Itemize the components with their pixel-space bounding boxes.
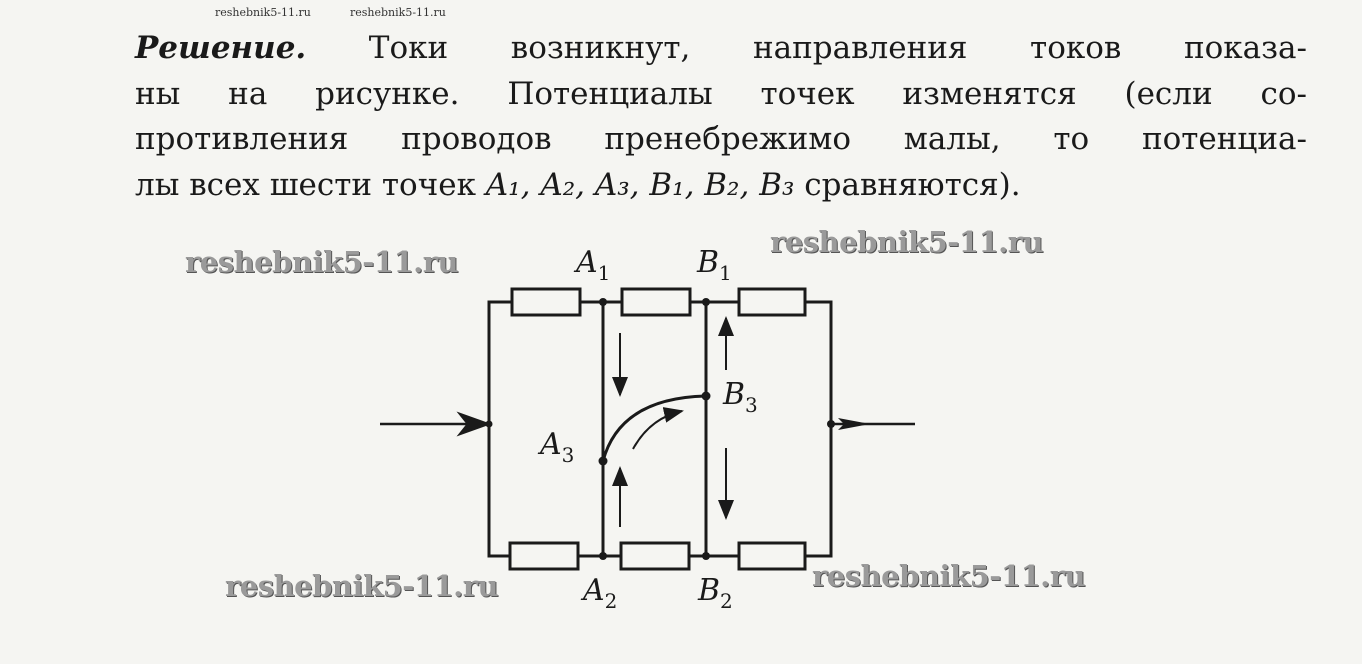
resistor: [737, 541, 807, 571]
resistor: [737, 287, 807, 317]
watermark: reshebnik5-11.ru: [185, 245, 459, 279]
node: [599, 298, 607, 306]
label-A3: A3: [540, 427, 575, 467]
watermark: reshebnik5-11.ru: [770, 225, 1044, 259]
watermark: reshebnik5-11.ru: [812, 559, 1086, 593]
node: [702, 298, 710, 306]
node: [701, 391, 711, 401]
watermark-small: reshebnik5-11.ru: [350, 6, 446, 19]
resistor: [620, 287, 692, 317]
text-line-1: Решение. Токи возникнут, направления ток…: [135, 30, 1307, 66]
watermark-small: reshebnik5-11.ru: [215, 6, 311, 19]
label-A1: A1: [576, 245, 611, 285]
text-line-3: противления проводов пренебрежимо малы, …: [135, 121, 1307, 157]
resistor: [619, 541, 691, 571]
watermark: reshebnik5-11.ru: [225, 569, 499, 603]
node: [827, 420, 835, 428]
text-line-4: лы всех шести точек A₁, A₂, A₃, B₁, B₂, …: [135, 166, 1021, 203]
resistor: [510, 287, 582, 317]
current-arrow-curved-icon: [632, 407, 684, 450]
label-A2: A2: [583, 573, 618, 613]
node: [485, 420, 493, 428]
text-line-2: ны на рисунке. Потенциалы точек изменятс…: [135, 75, 1307, 112]
label-B1: B1: [697, 245, 732, 285]
label-B3: B3: [723, 377, 758, 417]
resistor: [508, 541, 580, 571]
wire-frame: [487, 300, 833, 558]
node: [702, 552, 710, 560]
wire-A3-B3: [601, 394, 707, 462]
node: [599, 552, 607, 560]
output-arrow-icon: [838, 418, 870, 430]
node: [598, 456, 608, 466]
solution-heading: Решение.: [135, 30, 307, 66]
label-B2: B2: [698, 573, 733, 613]
solution-text: Решение. Токи возникнут, направления ток…: [135, 26, 1307, 208]
